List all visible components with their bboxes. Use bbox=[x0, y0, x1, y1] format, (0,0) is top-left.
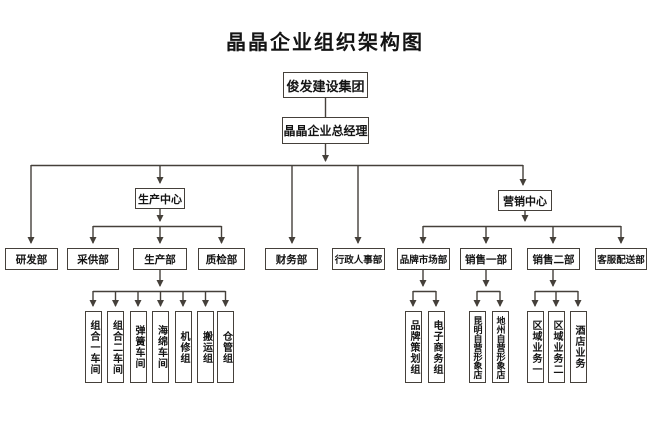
node-dept-procurement: 采供部 bbox=[67, 248, 119, 270]
node-general-manager: 晶晶企业总经理 bbox=[282, 117, 369, 144]
node-dept-admin-hr: 行政人事部 bbox=[332, 248, 385, 270]
node-dept-rd: 研发部 bbox=[5, 248, 58, 270]
node-production-center: 生产中心 bbox=[135, 188, 185, 209]
node-unit-warehouse: 仓管组 bbox=[217, 311, 234, 383]
node-unit-region-1: 区域业务一 bbox=[526, 311, 544, 383]
node-dept-brand-market: 品牌市场部 bbox=[397, 248, 450, 270]
node-unit-spring: 弹簧车间 bbox=[129, 311, 147, 383]
node-unit-assembly-1: 组合一车间 bbox=[84, 311, 102, 383]
node-unit-kunming-store: 昆明自营形象店 bbox=[468, 311, 486, 383]
node-group-company: 俊发建设集团 bbox=[283, 72, 368, 98]
node-unit-prefecture-store: 地州自营形象店 bbox=[491, 311, 509, 383]
node-dept-quality: 质检部 bbox=[198, 248, 245, 270]
node-unit-ecommerce: 电子商务组 bbox=[427, 311, 445, 383]
node-unit-assembly-2: 组合二车间 bbox=[107, 311, 124, 383]
node-dept-sales-1: 销售一部 bbox=[460, 248, 512, 270]
node-marketing-center: 营销中心 bbox=[498, 190, 552, 211]
node-dept-finance: 财务部 bbox=[265, 248, 318, 270]
node-dept-service-delivery: 客服配送部 bbox=[595, 248, 647, 270]
chart-title: 晶晶企业组织架构图 bbox=[226, 32, 424, 54]
node-unit-region-2: 区域业务二 bbox=[547, 311, 565, 383]
node-unit-sponge: 海绵车间 bbox=[152, 311, 169, 383]
node-unit-handling: 搬运组 bbox=[197, 311, 214, 383]
node-dept-sales-2: 销售二部 bbox=[527, 248, 580, 270]
node-dept-production: 生产部 bbox=[133, 248, 187, 270]
node-unit-brand-planning: 品牌策划组 bbox=[404, 311, 422, 383]
node-unit-machine-repair: 机修组 bbox=[174, 311, 192, 383]
node-unit-hotel: 酒店业务 bbox=[569, 311, 587, 383]
